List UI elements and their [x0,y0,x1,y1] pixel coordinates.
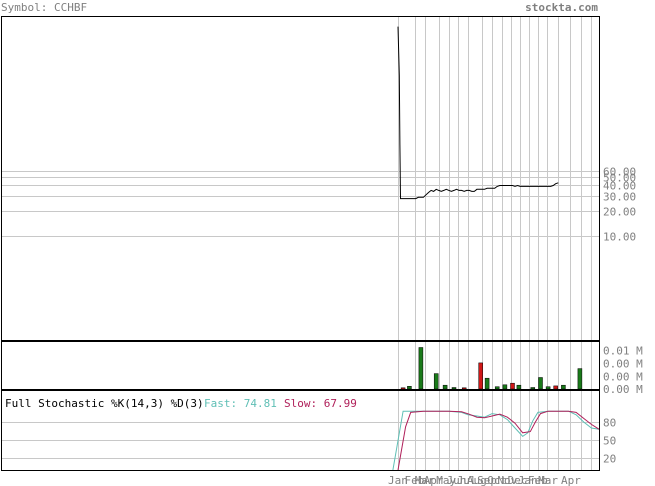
fast-value-label: Fast: 74.81 [204,397,277,410]
price-tick-label: 60.00 [603,166,636,179]
price-tick-label: 30.00 [603,191,636,204]
stochastic-title: Full Stochastic %K(14,3) %D(3) [5,397,204,410]
volume-bar [451,387,457,390]
x-tick-label: Aug [467,474,487,486]
volume-tick-label: 0.00 M [603,383,643,396]
x-tick-label: Oct [487,474,507,486]
x-tick-label: Mar [538,474,558,486]
x-tick-label: Dec [508,474,528,486]
price-tick-label: 20.00 [603,206,636,219]
volume-panel: 0.01 M0.00 M0.00 M0.00 M [1,341,643,396]
price-tick-label: 10.00 [603,231,636,244]
volume-bar [478,362,483,390]
x-tick-label: Jan [518,474,538,486]
volume-bar [553,385,558,390]
volume-bar [442,384,448,390]
price-tick-label: 50.00 [603,172,636,185]
volume-bar [433,373,439,390]
volume-bar [538,377,543,390]
volume-bar [418,347,424,390]
slow-value-label: Slow: 67.99 [284,397,357,410]
volume-bar [484,377,490,390]
volume-bar [530,387,536,390]
volume-bar [494,386,500,390]
volume-bar [407,386,412,390]
volume-bar [516,384,522,390]
slow-series-line [397,410,600,471]
stochastic-axis: 80 50 20 [603,417,616,466]
x-tick-label: Apr [561,474,581,486]
price-tick-label: 40.00 [603,180,636,193]
price-frame [1,16,600,341]
stochastic-tick-label: 50 [603,435,616,448]
x-tick-label: Mar [415,474,435,486]
volume-tick-label: 0.00 M [603,370,643,383]
volume-tick-label: 0.01 M [603,345,643,358]
volume-axis: 0.01 M0.00 M0.00 M0.00 M [603,345,643,396]
volume-bar [502,384,508,390]
volume-tick-label: 0.00 M [603,358,643,371]
volume-bar [545,386,551,390]
symbol-label: Symbol: CCHBF [1,1,87,14]
x-tick-label: Apr [424,474,444,486]
stochastic-panel: 80 50 20 Full Stochastic %K(14,3) %D(3) Fa… [1,390,616,471]
stochastic-grid [1,390,599,470]
volume-bar [561,384,566,390]
x-tick-label: Jul [457,474,477,486]
volume-bar [577,368,583,390]
brand-label: stockta.com [525,1,598,14]
volume-bar [400,387,406,390]
volume-frame [1,341,600,390]
x-axis-labels: JanFebMarAprMayJunJulAugSepOctNovDecJanF… [388,474,581,486]
x-tick-label: Nov [497,474,517,486]
stochastic-tick-label: 80 [603,417,616,430]
stochastic-tick-label: 20 [603,453,616,466]
x-tick-label: Jan [388,474,408,486]
volume-bar [510,382,515,390]
x-tick-label: Jun [447,474,467,486]
x-tick-label: Feb [528,474,548,486]
x-tick-label: Feb [405,474,425,486]
stochastic-frame [1,390,600,471]
x-tick-label: Sep [477,474,497,486]
x-tick-label: May [436,474,456,486]
price-series-line [397,26,559,200]
volume-bar [461,387,467,390]
